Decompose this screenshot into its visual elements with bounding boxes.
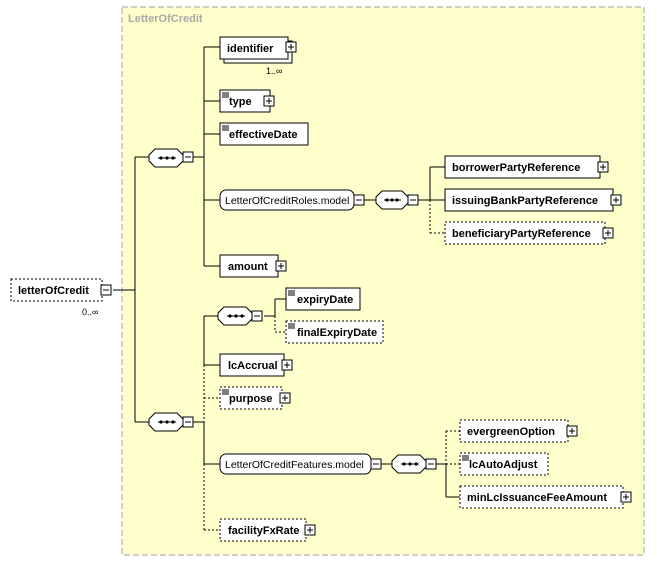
svg-text:evergreenOption: evergreenOption xyxy=(467,426,555,438)
element-expiryDate[interactable]: expiryDate xyxy=(285,287,361,311)
element-type[interactable]: type xyxy=(219,89,275,113)
element-effectiveDate[interactable]: effectiveDate xyxy=(219,122,309,146)
element-beneficiaryPartyReference[interactable]: beneficiaryPartyReference xyxy=(444,221,614,245)
svg-text:minLcIssuanceFeeAmount: minLcIssuanceFeeAmount xyxy=(467,492,607,504)
group-title: LetterOfCredit xyxy=(128,13,203,25)
svg-text:1..∞: 1..∞ xyxy=(266,66,282,76)
element-lcAccrual[interactable]: lcAccrual xyxy=(219,353,293,377)
sequence-compositor-2[interactable] xyxy=(148,412,194,432)
group-ref-roles-model[interactable]: LetterOfCreditRoles.model xyxy=(219,189,365,211)
svg-text:amount: amount xyxy=(228,261,268,273)
root-element-letterOfCredit[interactable]: letterOfCredit 0..∞ xyxy=(10,278,112,317)
element-lcAutoAdjust[interactable]: lcAutoAdjust xyxy=(459,452,549,476)
connectors xyxy=(113,46,460,498)
sequence-compositor-3[interactable] xyxy=(375,190,419,210)
group-ref-features-model[interactable]: LetterOfCreditFeatures.model xyxy=(219,453,382,475)
svg-text:issuingBankPartyReference: issuingBankPartyReference xyxy=(452,195,598,207)
svg-text:LetterOfCreditRoles.model: LetterOfCreditRoles.model xyxy=(225,195,349,207)
svg-text:type: type xyxy=(229,96,252,108)
svg-text:facilityFxRate: facilityFxRate xyxy=(228,525,300,537)
svg-text:LetterOfCreditFeatures.model: LetterOfCreditFeatures.model xyxy=(225,459,364,471)
group-container xyxy=(121,6,645,556)
svg-text:borrowerPartyReference: borrowerPartyReference xyxy=(452,162,580,174)
element-purpose[interactable]: purpose xyxy=(219,386,291,410)
element-amount[interactable]: amount xyxy=(219,254,287,278)
svg-text:purpose: purpose xyxy=(229,393,272,405)
sequence-compositor-5[interactable] xyxy=(391,454,437,474)
svg-text:expiryDate: expiryDate xyxy=(297,294,353,306)
element-identifier[interactable]: identifier 1..∞ xyxy=(219,36,297,76)
element-minLcIssuanceFeeAmount[interactable]: minLcIssuanceFeeAmount xyxy=(459,485,632,509)
element-issuingBankPartyReference[interactable]: issuingBankPartyReference xyxy=(444,188,622,212)
element-finalExpiryDate[interactable]: finalExpiryDate xyxy=(285,320,384,344)
element-facilityFxRate[interactable]: facilityFxRate xyxy=(219,518,316,542)
svg-text:0..∞: 0..∞ xyxy=(82,307,98,317)
svg-text:lcAccrual: lcAccrual xyxy=(228,360,278,372)
element-borrowerPartyReference[interactable]: borrowerPartyReference xyxy=(444,155,609,179)
optional-connectors xyxy=(203,200,460,531)
svg-text:effectiveDate: effectiveDate xyxy=(229,129,297,141)
svg-text:beneficiaryPartyReference: beneficiaryPartyReference xyxy=(452,228,591,240)
svg-text:identifier: identifier xyxy=(227,43,274,55)
svg-text:finalExpiryDate: finalExpiryDate xyxy=(297,327,377,339)
sequence-compositor-4[interactable] xyxy=(217,306,263,326)
sequence-compositor-1[interactable] xyxy=(148,148,194,168)
element-evergreenOption[interactable]: evergreenOption xyxy=(459,419,578,443)
svg-text:letterOfCredit: letterOfCredit xyxy=(18,285,89,297)
svg-text:lcAutoAdjust: lcAutoAdjust xyxy=(469,459,538,471)
